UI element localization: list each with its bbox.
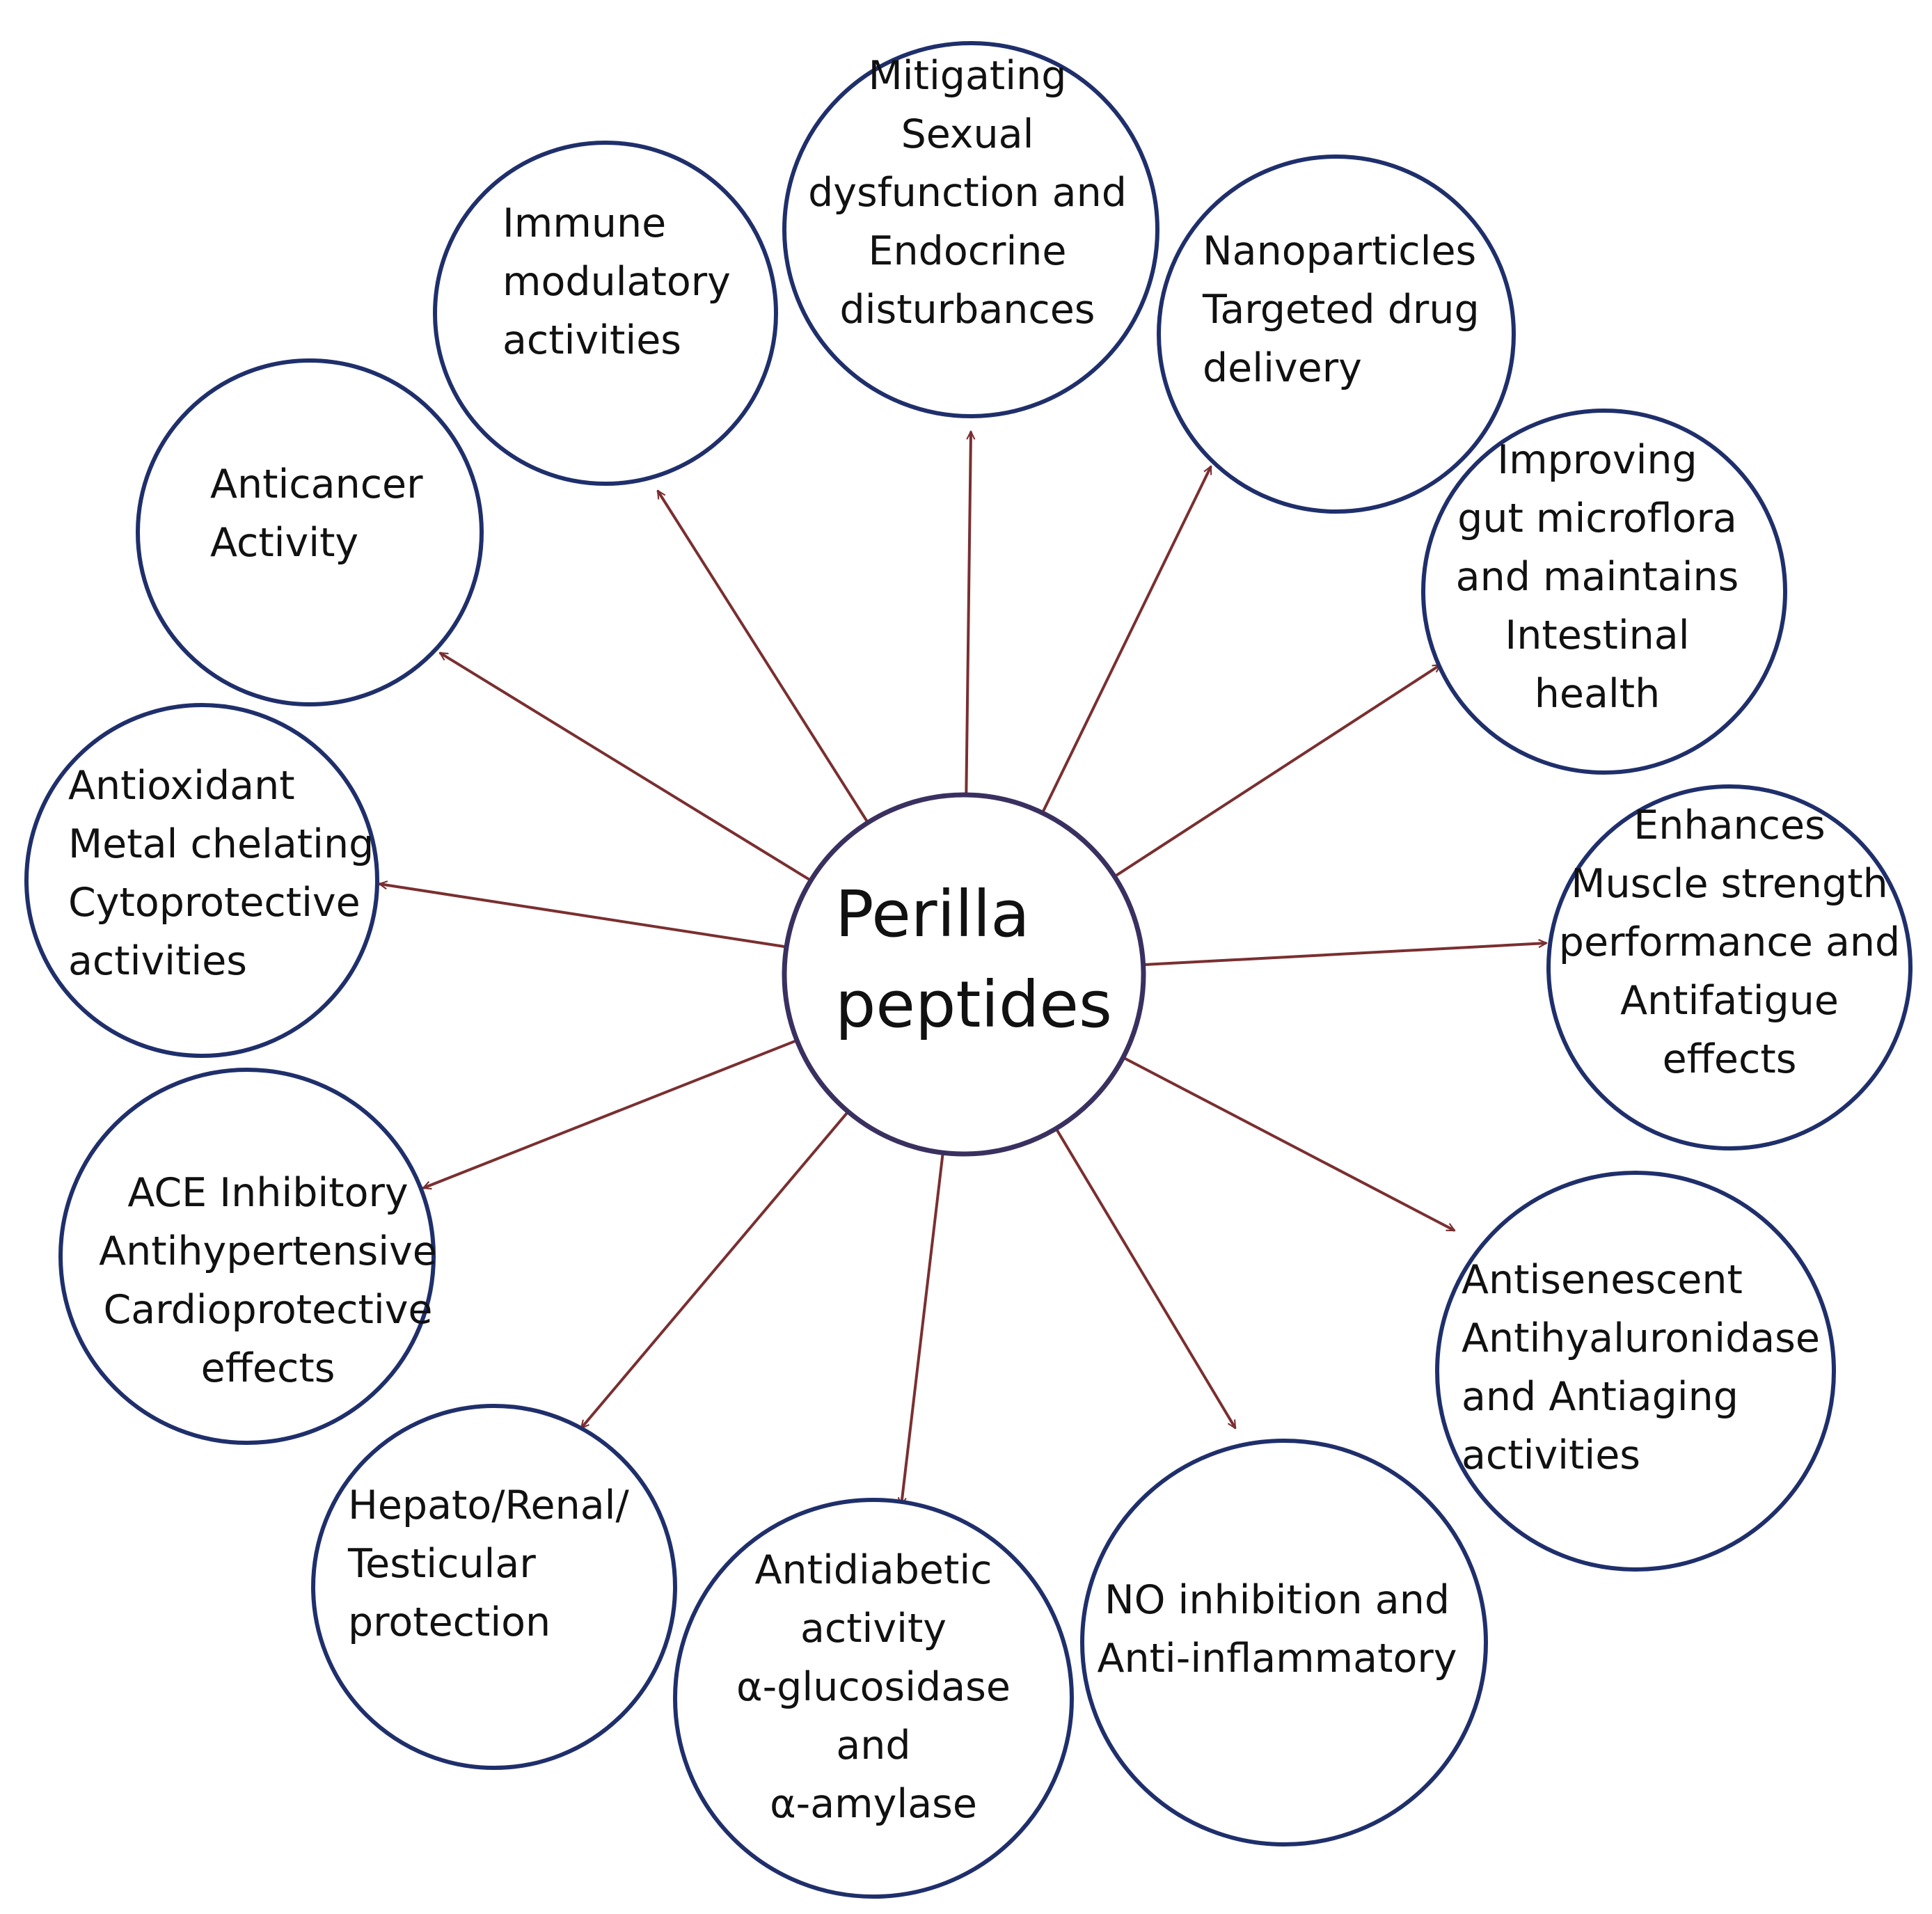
node-label-line: α-amylase (770, 1781, 977, 1827)
node-label-line: NO inhibition and (1104, 1577, 1450, 1623)
node-label-line: effects (1663, 1036, 1797, 1082)
node-label-line: Antioxidant (68, 763, 295, 809)
node-label-line: disturbances (840, 287, 1095, 333)
node-label-line: Intestinal (1505, 612, 1689, 658)
arrows (379, 432, 1546, 1505)
node-label-line: and maintains (1456, 554, 1739, 600)
node-label-line: Muscle strength (1571, 861, 1887, 907)
node-label-line: effects (201, 1345, 335, 1391)
node-label-line: α-glucosidase (736, 1664, 1011, 1710)
node-label-line: activity (800, 1606, 947, 1652)
node-label-line: Metal chelating (68, 821, 374, 867)
node-label-line: Targeted drug (1202, 287, 1480, 333)
node-label-line: Antidiabetic (754, 1547, 992, 1593)
node-label-line: Cardioprotective (103, 1287, 432, 1333)
node-circle-mitigating (782, 41, 1159, 418)
node-label-line: Hepato/Renal/ (348, 1482, 629, 1528)
node-label-line: Activity (210, 520, 358, 566)
node-label-line: activities (502, 317, 681, 363)
node-label-line: dysfunction and (808, 170, 1127, 216)
node-label-line: modulatory (502, 259, 731, 305)
node-label-line: Immune (502, 200, 666, 246)
node-label-line: Mitigating (869, 53, 1067, 99)
node-circle-muscle (1546, 784, 1913, 1150)
center-label-line: peptides (835, 967, 1112, 1042)
node-label-line: Anti-inflammatory (1097, 1636, 1457, 1682)
node-label-line: Endocrine (869, 228, 1067, 274)
arrow-to-mitigating (965, 432, 971, 796)
node-label-line: delivery (1203, 345, 1362, 391)
node-label-line: performance and (1559, 919, 1900, 965)
node-immune: Immune modulatory activities (433, 141, 778, 486)
node-label-line: and Antiaging (1462, 1374, 1739, 1420)
center-circle (782, 792, 1146, 1157)
center-label-line: Perilla (835, 877, 1030, 951)
node-circle-anticancer (136, 358, 484, 706)
node-label-line: gut microflora (1457, 496, 1737, 541)
node-circle-immune (433, 141, 778, 486)
node-circle-antidiabetic (673, 1498, 1074, 1899)
arrow-to-immune (656, 491, 869, 824)
node-ace: ACE InhibitoryAntihypertensiveCardioprot… (58, 1068, 437, 1445)
node-label-line: Nanoparticles (1203, 228, 1476, 274)
arrow-to-antioxidant (379, 884, 787, 949)
arrow-to-no-inhibition (1054, 1128, 1237, 1428)
node-label-line: Sexual (901, 111, 1034, 157)
node-circle-antisenescent (1435, 1171, 1836, 1572)
node-label-line: Antihyaluronidase (1462, 1315, 1820, 1361)
node-label-line: activities (1462, 1432, 1640, 1478)
node-gut: Improving gut microflora and maintainsInte… (1421, 409, 1787, 775)
node-hepato: Hepato/Renal/Testicular protection (311, 1404, 677, 1770)
node-label-line: Testicular (347, 1541, 536, 1587)
arrow-to-gut (1114, 663, 1441, 878)
node-circle-nanoparticles (1157, 155, 1516, 514)
node-label-line: Anticancer (210, 461, 423, 507)
arrow-to-hepato (580, 1110, 850, 1428)
node-circle-gut (1421, 409, 1787, 775)
arrow-to-ace (423, 1038, 798, 1188)
node-label-line: protection (348, 1599, 551, 1645)
node-label-line: Antisenescent (1462, 1257, 1743, 1303)
arrow-to-anticancer (440, 651, 812, 882)
arrow-to-antidiabetic (901, 1152, 944, 1505)
node-label-line: activities (68, 938, 247, 984)
arrow-to-nanoparticles (1041, 466, 1212, 814)
node-label-line: and (836, 1723, 910, 1769)
center-node: Perilla peptides (782, 792, 1146, 1157)
node-circle-no-inhibition (1080, 1439, 1488, 1846)
node-circle-ace (58, 1068, 436, 1445)
node-label-line: Antifatigue (1620, 978, 1839, 1024)
arrow-to-antisenescent (1122, 1056, 1455, 1232)
node-label-line: Antihypertensive (99, 1228, 437, 1274)
node-circle-antioxidant (24, 703, 379, 1058)
arrow-to-muscle (1143, 943, 1546, 967)
node-label-line: health (1535, 671, 1660, 717)
node-label-line: Enhances (1633, 802, 1825, 848)
node-label-line: Cytoprotective (68, 880, 361, 926)
node-label-line: ACE Inhibitory (127, 1170, 408, 1216)
node-label-line: Improving (1497, 437, 1697, 483)
node-antidiabetic: Antidiabetic activity α-glucosidase and α-am… (673, 1498, 1074, 1899)
node-circle-hepato (311, 1404, 677, 1770)
